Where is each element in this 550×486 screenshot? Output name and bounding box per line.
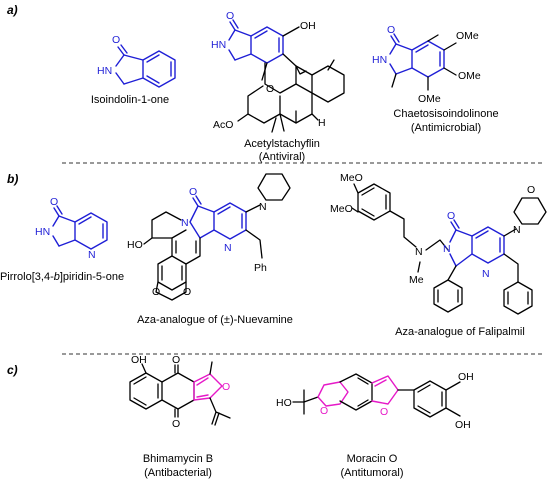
moracin-o-activity: (Antitumoral) <box>341 467 404 479</box>
moracin-o-name: Moracin O <box>347 453 398 465</box>
atom-hn: HN <box>97 65 112 77</box>
atom-o: O <box>172 418 180 430</box>
atom-o: O <box>387 24 395 36</box>
atom-oh: OH <box>131 354 147 366</box>
aza-nuevamine-name: Aza-analogue of (±)-Nuevamine <box>137 314 293 326</box>
aza-falipalmil-name: Aza-analogue of Falipalmil <box>395 326 525 338</box>
atom-ome: OMe <box>418 93 441 105</box>
atom-o: O <box>226 10 234 22</box>
atom-ome: OMe <box>458 70 481 82</box>
section-b-label: b) <box>7 172 18 186</box>
aza-nuevamine-structure: O N N N Ph HO O O <box>127 173 291 301</box>
acetylstachyflin-activity: (Antiviral) <box>259 151 305 163</box>
bhimamycin-b-structure: OH O O O <box>129 354 231 430</box>
atom-o: O <box>266 83 274 95</box>
atom-aco: AcO <box>213 119 233 131</box>
acetylstachyflin-name: Acetylstachyflin <box>244 138 320 150</box>
moracin-o-structure: HO O O OH OH <box>276 371 474 431</box>
atom-n: N <box>88 249 96 261</box>
atom-n: N <box>513 224 521 236</box>
atom-n: N <box>181 217 189 229</box>
atom-o: O <box>320 405 328 417</box>
bhimamycin-b-activity: (Antibacterial) <box>144 467 212 479</box>
atom-n: N <box>443 243 451 255</box>
atom-n: N <box>482 268 490 280</box>
isoindolinone-name: Isoindolin-1-one <box>91 94 169 106</box>
atom-meo: MeO <box>340 172 363 184</box>
pyrrolopyridinone-structure: O HN N <box>35 196 108 261</box>
atom-me: Me <box>409 274 424 286</box>
atom-oh: OH <box>300 20 316 32</box>
chaetosisoindolinone-name: Chaetosisoindolinone <box>393 108 498 120</box>
atom-o: O <box>152 286 160 298</box>
atom-ho: HO <box>127 239 143 251</box>
atom-o: O <box>112 34 120 46</box>
atom-meo: MeO <box>330 203 353 215</box>
section-a-label: a) <box>7 3 18 17</box>
atom-n: N <box>415 246 423 258</box>
atom-o: O <box>380 406 388 418</box>
atom-hn: HN <box>35 226 50 238</box>
isoindolinone-structure: O HN <box>97 34 176 88</box>
pyrrolopyridinone-name: Pirrolo[3,4-b]piridin-5-one <box>0 271 124 283</box>
atom-oh: OH <box>458 371 474 383</box>
atom-o: O <box>222 381 230 393</box>
aza-falipalmil-structure: MeO MeO N Me O N N N O <box>330 172 547 315</box>
atom-n: N <box>259 201 267 213</box>
atom-hn: HN <box>211 39 226 51</box>
chaetosisoindolinone-structure: O HN OMe OMe OMe <box>372 24 481 105</box>
chaetosisoindolinone-activity: (Antimicrobial) <box>411 122 481 134</box>
bhimamycin-b-name: Bhimamycin B <box>143 453 213 465</box>
atom-o: O <box>183 286 191 298</box>
section-c-label: c) <box>7 363 18 377</box>
atom-o: O <box>527 184 535 196</box>
atom-hn: HN <box>372 54 387 66</box>
atom-o: O <box>50 196 58 208</box>
atom-n: N <box>224 242 232 254</box>
atom-ome: OMe <box>456 30 479 42</box>
atom-o: O <box>447 210 455 222</box>
atom-o: O <box>172 354 180 366</box>
atom-o: O <box>189 186 197 198</box>
atom-oh: OH <box>455 419 471 431</box>
atom-ph: Ph <box>254 262 267 274</box>
atom-ho: HO <box>276 397 292 409</box>
acetylstachyflin-structure: O HN OH O AcO H <box>211 10 345 133</box>
atom-h: H <box>318 117 326 129</box>
